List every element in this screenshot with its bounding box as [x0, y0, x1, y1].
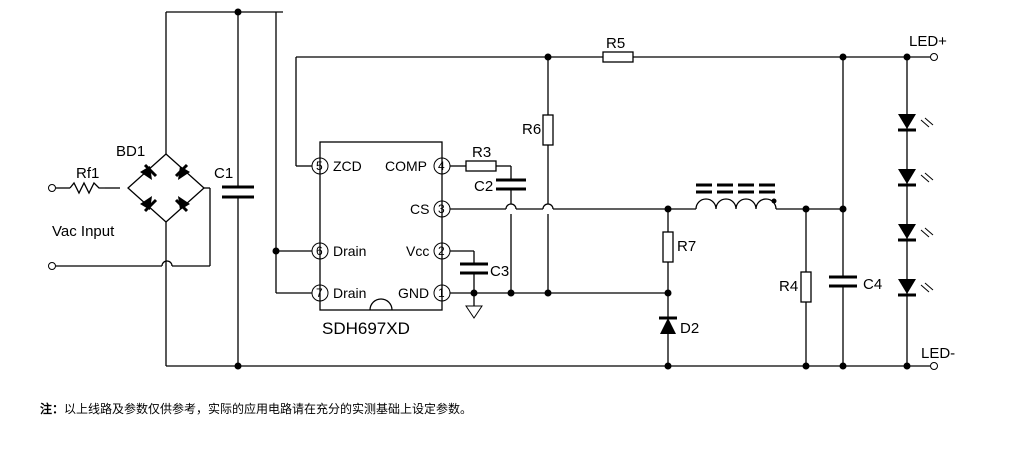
c3-label: C3 — [490, 263, 509, 280]
ground-symbol — [465, 305, 483, 319]
svg-text:GND: GND — [398, 285, 429, 301]
resistor-r7: R7 — [662, 231, 696, 263]
svg-text:6: 6 — [316, 244, 323, 258]
pin-1-gnd: 1 GND — [398, 284, 451, 302]
footnote: 注：以上线路及参数仅供参考，实际的应用电路请在充分的实测基础上设定参数。 — [40, 400, 472, 417]
inductor — [695, 183, 780, 210]
led-minus-terminal: LED- — [921, 345, 955, 370]
bridge-rectifier-bd1: BD1 — [116, 143, 205, 223]
led-1 — [898, 114, 934, 132]
diode-d2: D2 — [659, 316, 699, 337]
ic-sdh697xd: SDH697XD — [319, 141, 443, 338]
c1-label: C1 — [214, 165, 233, 182]
resistor-r4: R4 — [779, 271, 812, 303]
input-terminal-bottom — [48, 260, 210, 270]
svg-text:Drain: Drain — [333, 243, 366, 259]
pin-4-comp: 4 COMP — [385, 157, 451, 175]
bd1-label: BD1 — [116, 143, 145, 160]
svg-text:3: 3 — [438, 202, 445, 216]
footnote-text: 以上线路及参数仅供参考，实际的应用电路请在充分的实测基础上设定参数。 — [64, 402, 473, 416]
resistor-r5: R5 — [602, 35, 634, 63]
resistor-r6: R6 — [522, 114, 554, 146]
led-plus-label: LED+ — [909, 33, 947, 50]
r7-label: R7 — [677, 238, 696, 255]
r4-label: R4 — [779, 278, 798, 295]
svg-text:4: 4 — [438, 159, 445, 173]
d2-label: D2 — [680, 320, 699, 337]
capacitor-c3: C3 — [460, 262, 509, 280]
vac-input-label: Vac Input — [52, 223, 115, 240]
svg-text:COMP: COMP — [385, 158, 427, 174]
led-4 — [898, 279, 934, 297]
svg-text:Vcc: Vcc — [406, 243, 429, 259]
led-plus-terminal: LED+ — [909, 33, 947, 61]
led-minus-label: LED- — [921, 345, 955, 362]
pin-2-vcc: 2 Vcc — [406, 242, 451, 260]
svg-text:1: 1 — [438, 286, 445, 300]
r6-label: R6 — [522, 121, 541, 138]
chip-name: SDH697XD — [322, 319, 410, 338]
c2-label: C2 — [474, 178, 493, 195]
led-3 — [898, 224, 934, 242]
r3-label: R3 — [472, 144, 491, 161]
svg-text:2: 2 — [438, 244, 445, 258]
footnote-prefix: 注： — [40, 402, 65, 416]
svg-text:Drain: Drain — [333, 285, 366, 301]
svg-text:ZCD: ZCD — [333, 158, 362, 174]
fuse-resistor-rf1: Rf1 — [69, 165, 105, 195]
svg-text:5: 5 — [316, 159, 323, 173]
capacitor-c4: C4 — [829, 275, 882, 293]
pin-7-drain: 7 Drain — [311, 284, 366, 302]
r5-label: R5 — [606, 35, 625, 52]
pin-3-cs: 3 CS — [410, 200, 451, 218]
led-2 — [898, 169, 934, 187]
resistor-r3: R3 — [465, 144, 497, 172]
pin-5-zcd: 5 ZCD — [311, 157, 362, 175]
capacitor-c2: C2 — [474, 178, 526, 195]
c4-label: C4 — [863, 276, 882, 293]
svg-text:CS: CS — [410, 201, 429, 217]
pin-6-drain: 6 Drain — [311, 242, 366, 260]
svg-text:7: 7 — [316, 286, 323, 300]
rf1-label: Rf1 — [76, 165, 99, 182]
input-terminal-top — [48, 184, 70, 192]
capacitor-c1: C1 — [214, 12, 254, 366]
